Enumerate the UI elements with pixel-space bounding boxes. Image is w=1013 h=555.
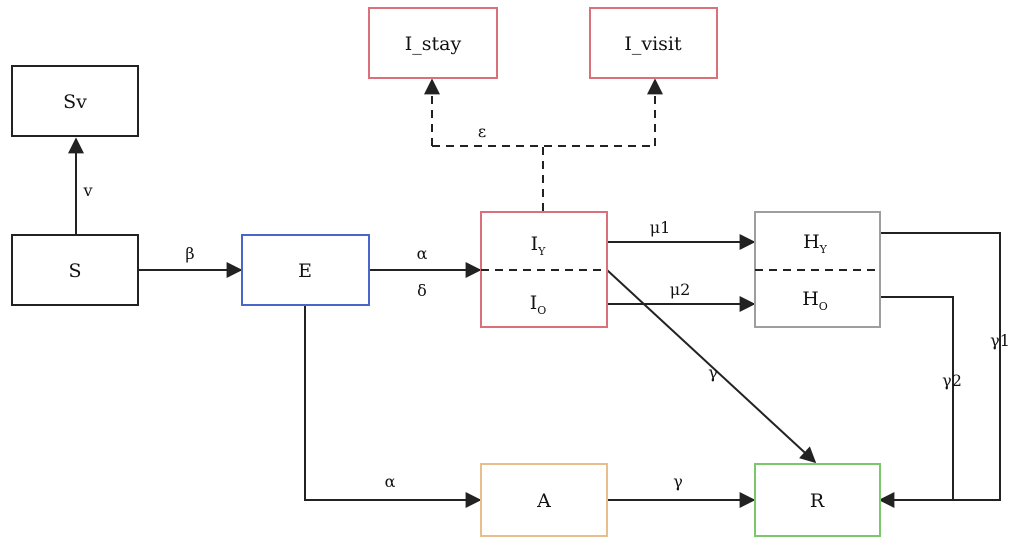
node-r: R: [754, 463, 881, 537]
node-a-label: A: [536, 490, 551, 512]
node-i-visit-label: I_visit: [624, 33, 682, 55]
edge-label-alpha-top: α: [417, 244, 428, 263]
edge-e-a: [304, 306, 482, 508]
node-i: IY IO: [480, 211, 608, 328]
edge-hy-r: [878, 232, 1001, 508]
node-iy-label: IY: [531, 233, 547, 258]
edge-label-v: v: [82, 181, 92, 200]
node-i-stay: I_stay: [368, 7, 498, 79]
edge-i-r: [606, 269, 817, 464]
node-r-label: R: [810, 490, 825, 512]
node-a: A: [480, 463, 608, 537]
node-h: HY HO: [754, 211, 881, 328]
edge-label-mu2: μ2: [670, 280, 691, 299]
edge-label-gamma2: γ2: [942, 371, 962, 390]
edge-label-beta: β: [185, 244, 194, 263]
edge-label-gamma-diag: γ: [708, 363, 718, 382]
edge-label-delta: δ: [417, 281, 427, 300]
node-s-label: S: [68, 260, 81, 282]
edge-ho-r: [880, 296, 954, 500]
node-e-label: E: [298, 260, 312, 282]
edge-label-epsilon: ε: [478, 122, 486, 141]
edge-label-gamma1: γ1: [990, 331, 1010, 350]
node-sv-label: Sv: [63, 91, 87, 113]
node-i-visit: I_visit: [589, 7, 718, 79]
node-s: S: [11, 234, 139, 306]
edge-label-gamma: γ: [673, 472, 683, 491]
node-e: E: [241, 234, 370, 306]
edge-label-alpha-bottom: α: [385, 472, 396, 491]
node-ho-label: HO: [802, 288, 828, 313]
node-hy-label: HY: [803, 231, 828, 256]
node-i-stay-label: I_stay: [405, 33, 462, 55]
edge-label-mu1: μ1: [650, 218, 671, 237]
node-sv: Sv: [11, 65, 139, 137]
node-io-label: IO: [530, 292, 547, 317]
